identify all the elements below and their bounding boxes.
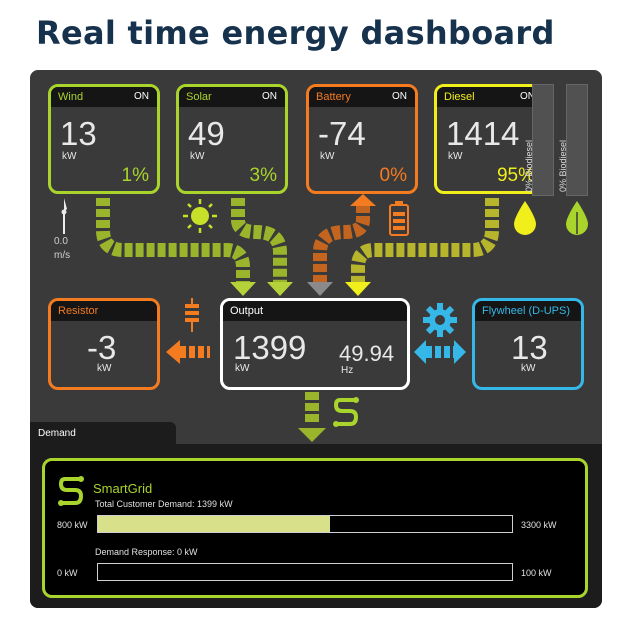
battery-icon: [389, 201, 409, 236]
output-value: 1399: [233, 329, 307, 366]
output-frequency-unit: Hz: [341, 365, 354, 376]
resistor-icon: [185, 298, 199, 332]
demand-response-bar: [97, 563, 513, 581]
diesel-unit: kW: [448, 151, 463, 162]
smartgrid-icon: [333, 397, 359, 427]
resistor-card[interactable]: Resistor -3 kW: [48, 298, 160, 390]
biodiesel-gauge-1-label: 0% Biodiesel: [524, 139, 534, 192]
solar-status: ON: [262, 91, 277, 102]
output-name: Output: [230, 305, 264, 317]
flow-diesel: [351, 198, 499, 282]
wind-name: Wind: [58, 91, 84, 103]
smartgrid-title: SmartGrid: [93, 481, 153, 496]
demand-section: SmartGrid Total Customer Demand: 1399 kW…: [30, 444, 602, 608]
total-demand-bar-fill: [98, 516, 330, 532]
arrow-flywheel-right: [454, 340, 466, 364]
resistor-value: -3: [87, 329, 117, 366]
total-demand-bar: [97, 515, 513, 533]
solar-value: 49: [188, 115, 225, 152]
wind-card[interactable]: Wind ON 13 kW 1%: [48, 84, 160, 194]
flow-wind: [96, 198, 250, 282]
demand-response-label: Demand Response: 0 kW: [95, 547, 198, 557]
smartgrid-logo-icon: [58, 476, 84, 506]
wind-turbine-icon: [50, 198, 76, 234]
diesel-percent: 95%: [496, 165, 535, 186]
arrow-resistor: [166, 340, 180, 364]
solar-card[interactable]: Solar ON 49 kW 3%: [176, 84, 288, 194]
biodiesel-gauge-2: [566, 84, 588, 196]
arrow-battery-down: [307, 282, 333, 296]
battery-name: Battery: [316, 91, 351, 103]
flow-battery: [313, 205, 370, 282]
page-title: Real time energy dashboard: [36, 14, 555, 52]
total-demand-label: Total Customer Demand: 1399 kW: [95, 499, 233, 509]
solar-percent: 3%: [249, 165, 277, 186]
flywheel-unit: kW: [521, 363, 536, 374]
battery-percent: 0%: [379, 165, 407, 186]
demand-response-max: 100 kW: [521, 568, 552, 578]
total-demand-max: 3300 kW: [521, 520, 557, 530]
diesel-card[interactable]: Diesel ON 1414 kW 95%: [434, 84, 546, 194]
diesel-status: ON: [520, 91, 535, 102]
arrow-battery-up: [350, 194, 376, 206]
wind-status: ON: [134, 91, 149, 102]
arrow-wind: [230, 282, 256, 296]
diesel-value: 1414: [446, 115, 520, 152]
battery-card[interactable]: Battery ON -74 kW 0%: [306, 84, 418, 194]
flywheel-value: 13: [511, 329, 548, 366]
flywheel-name: Flywheel (D-UPS): [482, 305, 571, 317]
arrow-flywheel-left: [414, 340, 426, 364]
battery-status: ON: [392, 91, 407, 102]
flow-diagram: [96, 194, 499, 442]
leaf-icon: [566, 201, 588, 235]
sun-icon: [183, 199, 217, 233]
arrow-solar: [267, 282, 293, 296]
biodiesel-gauge-2-label: 0% Biodiesel: [558, 139, 568, 192]
output-card[interactable]: Output 1399 kW 49.94 Hz: [220, 298, 410, 390]
total-demand-min: 800 kW: [57, 520, 88, 530]
demand-tab[interactable]: Demand: [30, 422, 176, 444]
arrow-demand: [298, 428, 326, 442]
gear-icon: [423, 303, 457, 337]
wind-percent: 1%: [121, 165, 149, 186]
biodiesel-gauge-1: [532, 84, 554, 196]
diesel-name: Diesel: [444, 91, 475, 103]
battery-value: -74: [318, 115, 366, 152]
dashboard-panel: Wind ON 13 kW 1% Solar ON 49 kW 3% Batte…: [30, 70, 602, 608]
solar-name: Solar: [186, 91, 212, 103]
wind-unit: kW: [62, 151, 77, 162]
resistor-name: Resistor: [58, 305, 99, 317]
demand-tab-label: Demand: [38, 428, 76, 439]
resistor-unit: kW: [97, 363, 112, 374]
output-unit: kW: [235, 363, 250, 374]
droplet-icon: [514, 201, 536, 235]
smartgrid-panel: SmartGrid Total Customer Demand: 1399 kW…: [42, 458, 588, 598]
demand-response-min: 0 kW: [57, 568, 78, 578]
wind-speed-value: 0.0: [54, 236, 68, 247]
flow-solar: [231, 198, 287, 282]
solar-unit: kW: [190, 151, 205, 162]
wind-speed-unit: m/s: [54, 250, 71, 261]
output-frequency: 49.94: [339, 341, 395, 366]
wind-value: 13: [60, 115, 97, 152]
flywheel-card[interactable]: Flywheel (D-UPS) 13 kW: [472, 298, 584, 390]
arrow-diesel: [345, 282, 371, 296]
battery-unit: kW: [320, 151, 335, 162]
